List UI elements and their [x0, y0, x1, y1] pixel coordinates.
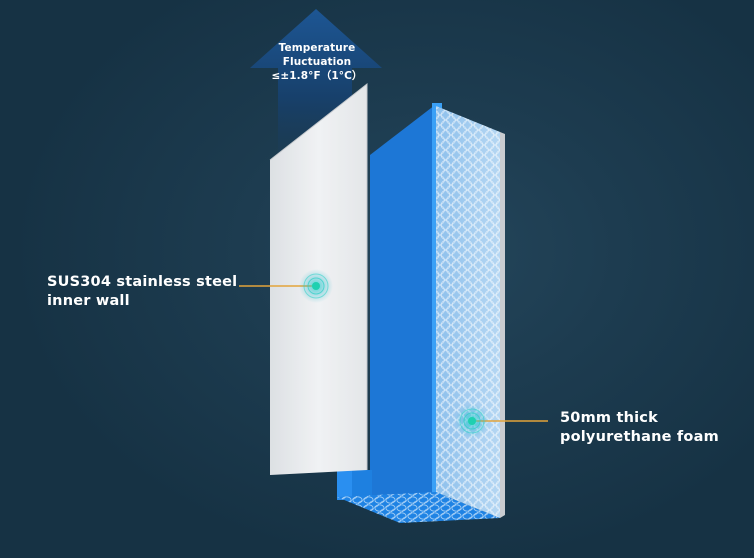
- steel-marker: [299, 269, 333, 303]
- steel-callout-line2: inner wall: [47, 293, 130, 309]
- foam-callout: 50mm thick polyurethane foam: [560, 409, 719, 447]
- temperature-fluctuation-label: Temperature Fluctuation ≤±1.8°F（1°C）: [262, 41, 372, 83]
- arrow-label-line1: Temperature: [278, 42, 356, 54]
- foam-bottom-face: [337, 492, 500, 523]
- blue-outer-panel: [337, 103, 442, 500]
- foam-panel: [436, 106, 505, 518]
- foam-callout-line1: 50mm thick: [560, 410, 658, 426]
- steel-callout-line1: SUS304 stainless steel: [47, 274, 238, 290]
- arrow-label-line3: ≤±1.8°F（1°C）: [271, 70, 363, 82]
- foam-callout-line2: polyurethane foam: [560, 429, 719, 445]
- arrow-label-line2: Fluctuation: [282, 56, 352, 68]
- steel-wall-callout: SUS304 stainless steel inner wall: [47, 273, 237, 311]
- foam-marker: [455, 404, 489, 438]
